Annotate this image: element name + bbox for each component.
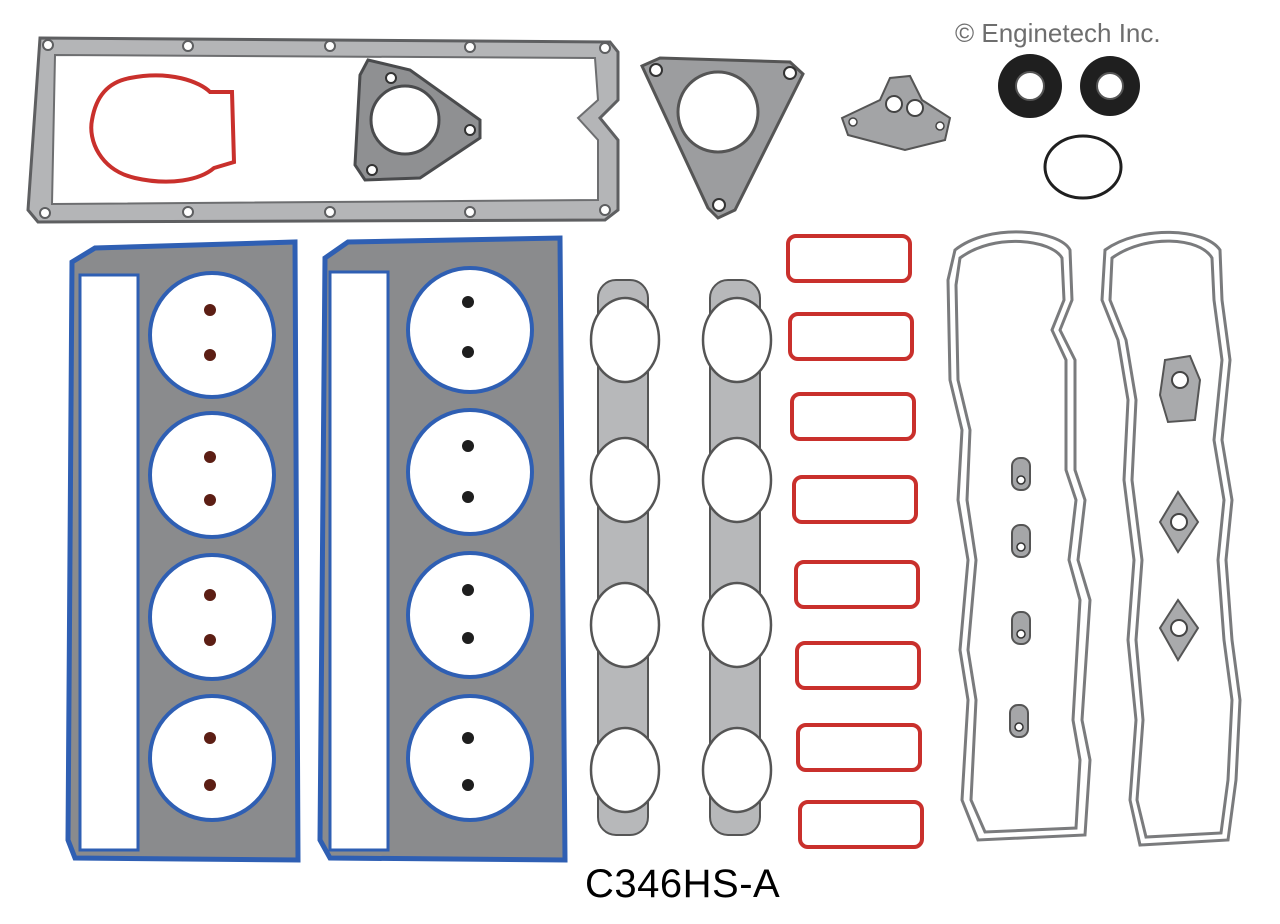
copyright-text: © Enginetech Inc.	[955, 18, 1161, 48]
head-gasket-left	[65, 239, 301, 863]
intake-manifold-gaskets	[786, 234, 924, 849]
egr-small-gaskets	[1158, 354, 1202, 662]
valve-cover-grommets	[998, 54, 1140, 118]
valve-cover-gasket-left	[946, 230, 1092, 842]
head-gasket-right	[317, 235, 568, 863]
valley-cover-gasket	[26, 36, 620, 224]
tube-seals	[1009, 457, 1031, 738]
o-ring	[1043, 134, 1123, 200]
exhaust-manifold-gasket-left	[589, 279, 661, 836]
egr-gasket-triangle	[639, 56, 805, 220]
egr-plate-gasket	[840, 74, 952, 152]
part-number-label: C346HS-A	[585, 862, 781, 906]
exhaust-manifold-gasket-right	[701, 279, 773, 836]
valve-cover-gasket-right	[1100, 230, 1242, 847]
